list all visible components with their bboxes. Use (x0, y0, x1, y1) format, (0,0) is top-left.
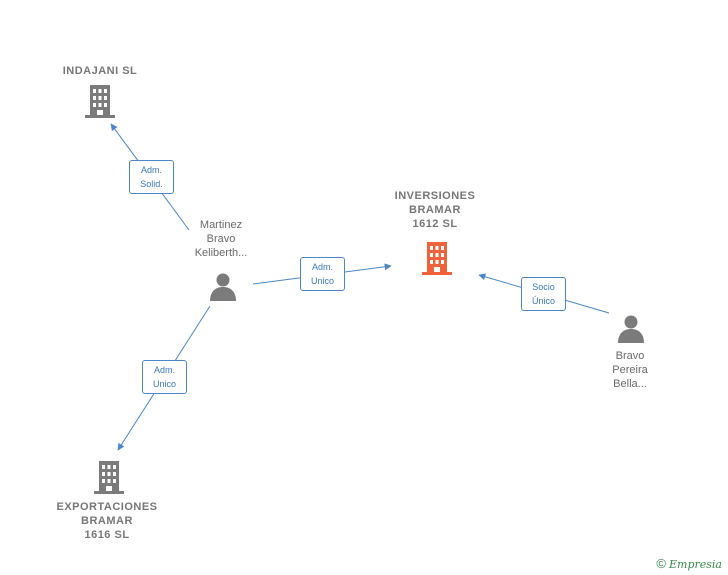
label-line: EXPORTACIONES (56, 501, 158, 513)
label-line: Bella... (613, 378, 647, 390)
label-line: Martinez (199, 219, 243, 231)
label-line: Pereira (612, 364, 648, 376)
building-icon-highlighted[interactable] (421, 240, 453, 276)
copyright-icon: © (656, 556, 666, 571)
brand-name: Empresia (669, 558, 722, 571)
label-line: BRAMAR (409, 204, 461, 216)
person-label-martinez[interactable]: Martinez Bravo Keliberth... (171, 218, 271, 260)
building-icon[interactable] (93, 459, 125, 495)
company-label-inversiones-bramar[interactable]: INVERSIONES BRAMAR 1612 SL (375, 189, 495, 231)
edge-label-adm-unico: Adm. Unico (300, 257, 345, 291)
footer-brand[interactable]: © Empresia (656, 556, 722, 571)
edge-label-adm-solid: Adm. Solid. (129, 160, 174, 194)
edge-label-adm-unico: Adm. Unico (142, 360, 187, 394)
label-line: Unico (310, 276, 334, 286)
label-line: BRAMAR (81, 515, 133, 527)
label-line: Unico (152, 379, 176, 389)
person-icon[interactable] (616, 313, 646, 343)
label-line: Adm. (140, 165, 162, 175)
person-label-bravo[interactable]: Bravo Pereira Bella... (580, 349, 680, 391)
label-line: Adm. (153, 365, 175, 375)
building-icon[interactable] (84, 83, 116, 119)
label-line: Socio (532, 282, 555, 292)
label-line: Solid. (140, 179, 163, 189)
person-icon[interactable] (208, 271, 238, 301)
company-label-exportaciones-bramar[interactable]: EXPORTACIONES BRAMAR 1616 SL (47, 500, 167, 542)
label-line: Bravo (615, 350, 645, 362)
label-line: Bravo (206, 233, 236, 245)
label-line: INVERSIONES (394, 190, 476, 202)
edge-label-socio-unico: Socio Único (521, 277, 566, 311)
company-label-indajani[interactable]: INDAJANI SL (62, 65, 138, 77)
label-line: Único (531, 296, 555, 306)
label-line: Adm. (311, 262, 333, 272)
label-line: Keliberth... (194, 247, 248, 259)
label-line: 1616 SL (84, 529, 130, 541)
label-line: 1612 SL (412, 218, 458, 230)
